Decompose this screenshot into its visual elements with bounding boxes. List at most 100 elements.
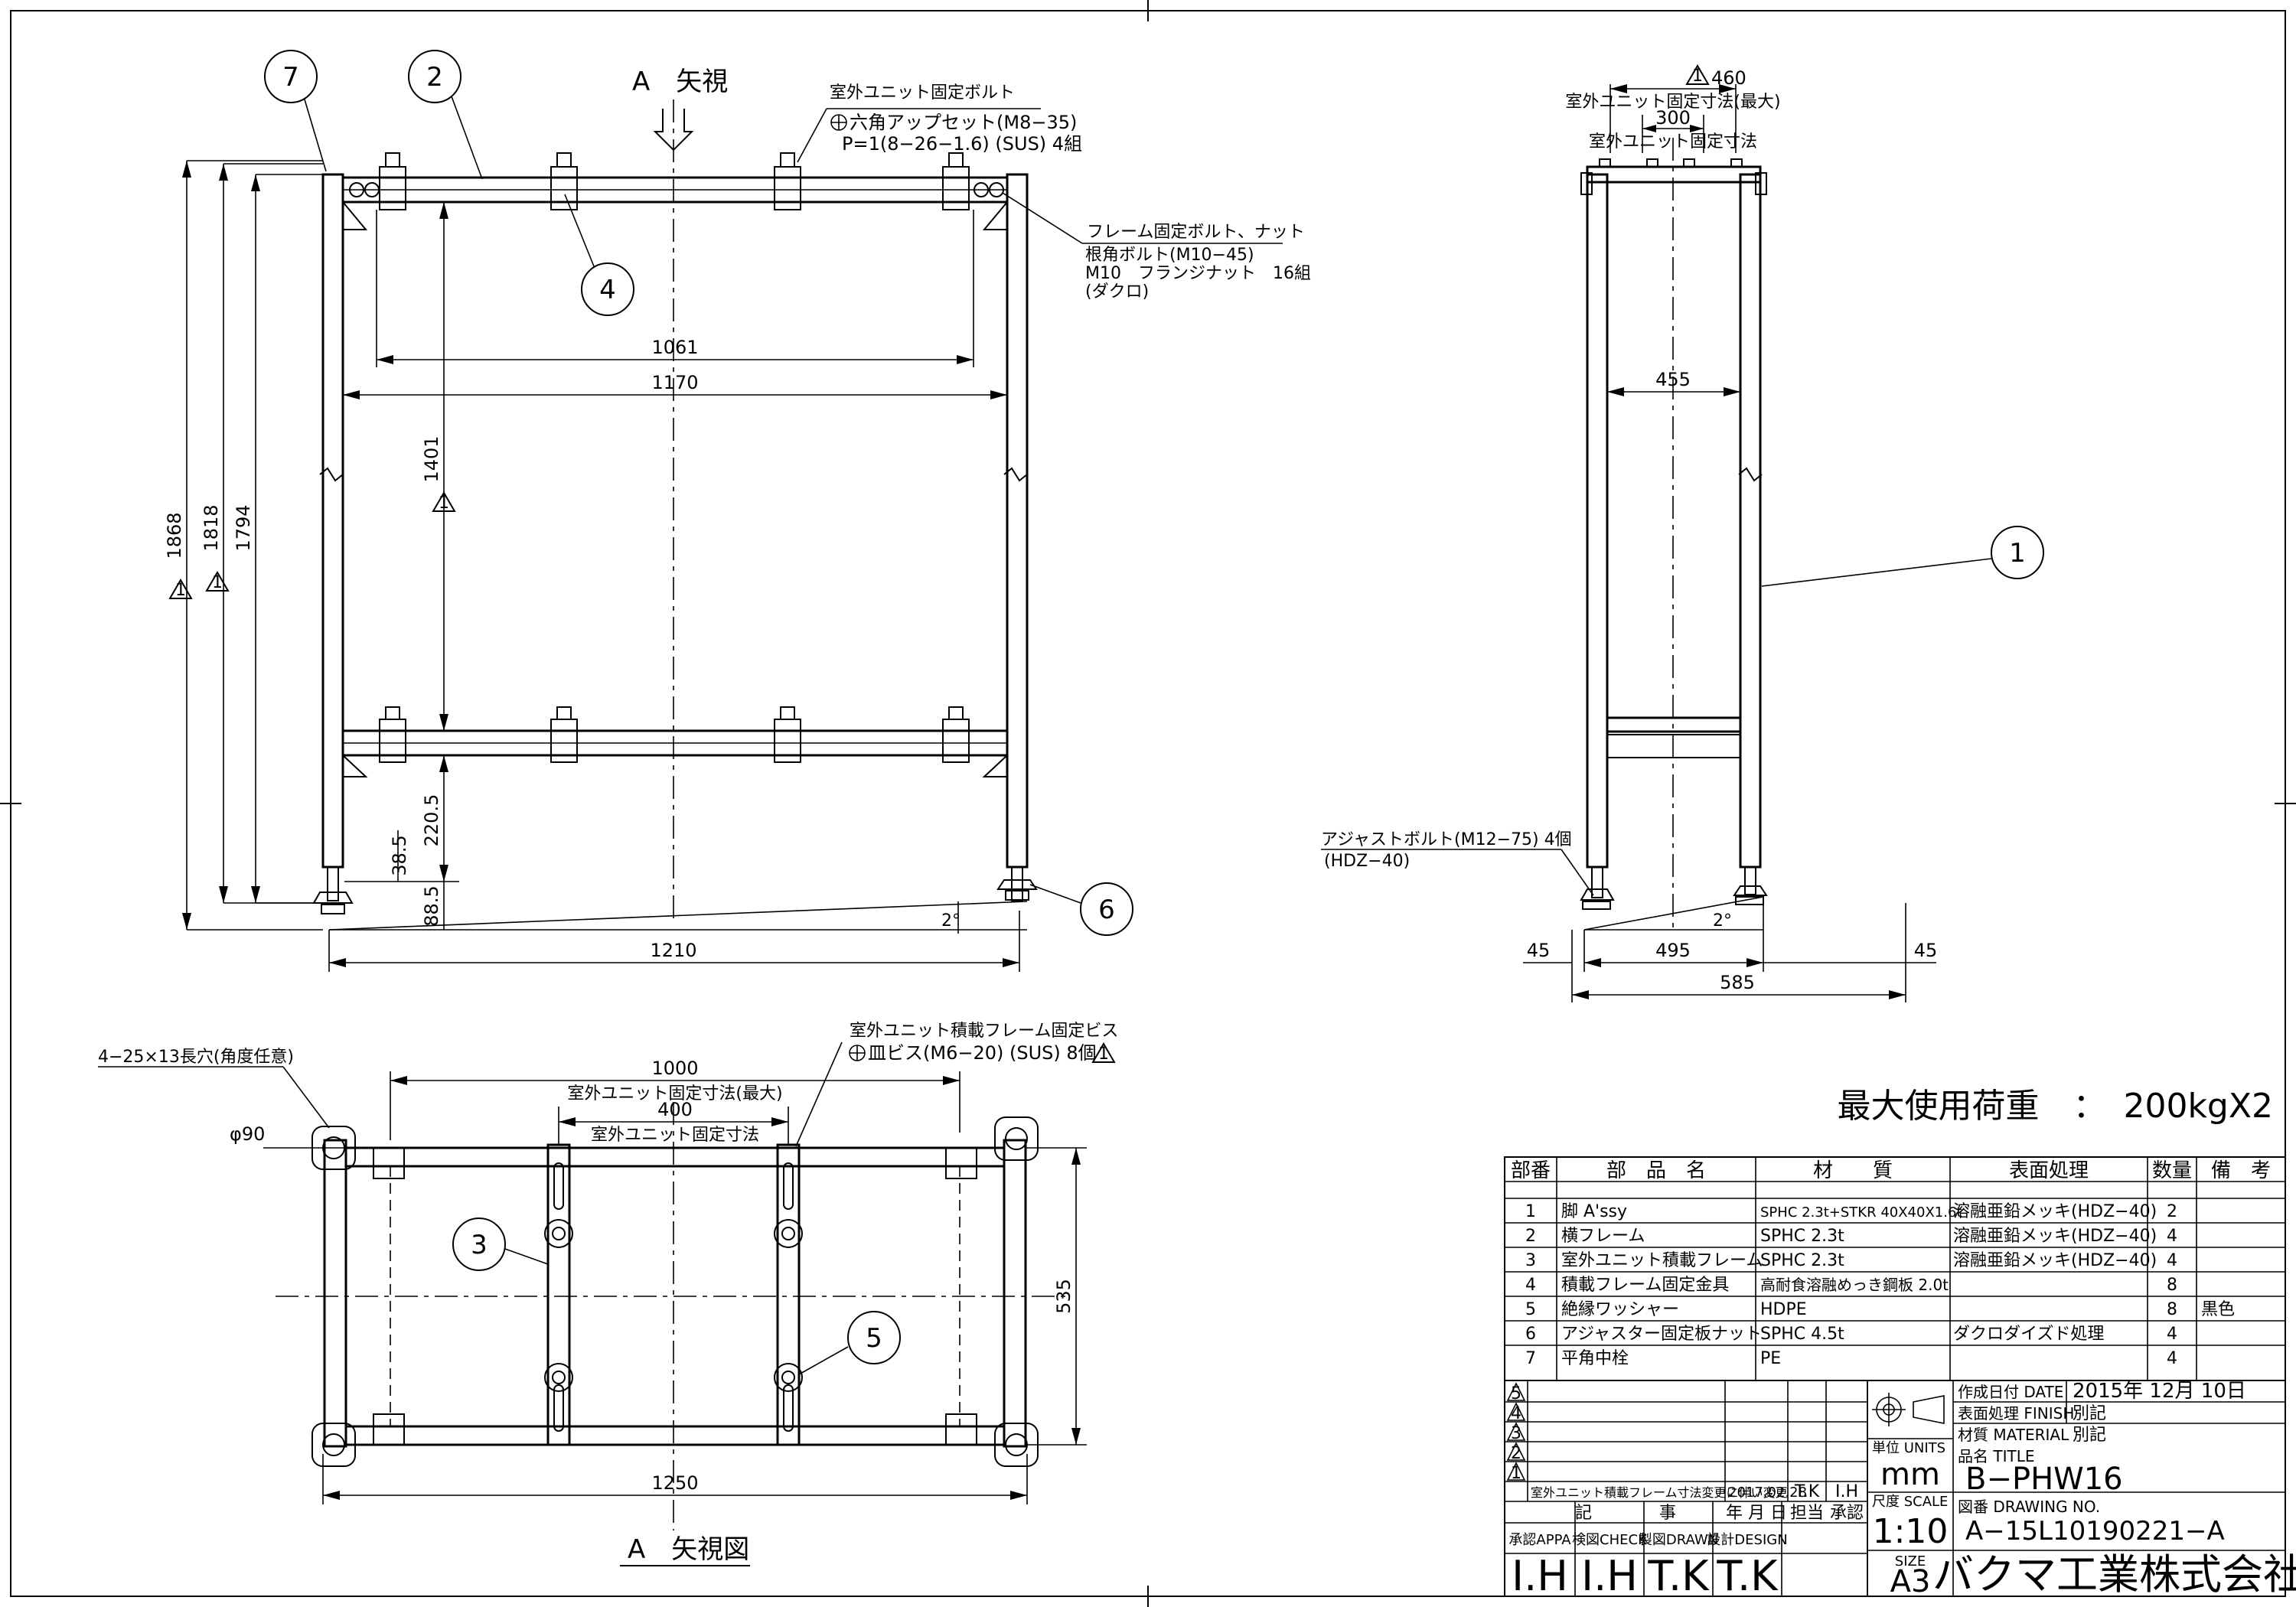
dim-1250: 1250 [651, 1472, 698, 1494]
material-value: 別記 [2073, 1426, 2106, 1445]
balloon-7: 7 [264, 50, 327, 172]
finish-label: 表面処理 FINISH [1958, 1404, 2074, 1423]
balloon-4: 4 [564, 194, 634, 316]
parts-table: 部番 部 品 名 材 質 表面処理 数量 備 考 1 脚 A'ssy SPHC … [1504, 1156, 2286, 1381]
table-cell: HDPE [1760, 1300, 1807, 1319]
side-slope: 2° [1713, 911, 1732, 931]
table-cell: SPHC 4.5t [1760, 1325, 1844, 1344]
table-cell: 室外ユニット積載フレーム [1561, 1251, 1763, 1270]
dim-1061: 1061 [651, 337, 698, 358]
projection-symbol-icon [1872, 1393, 1945, 1426]
drawn-value: T.K [1647, 1552, 1710, 1600]
svg-text:六角アップセット(M8−35): 六角アップセット(M8−35) [850, 112, 1077, 133]
title-label: 品名 TITLE [1958, 1447, 2034, 1465]
dim-45-right: 45 [1914, 940, 1938, 961]
svg-text:1: 1 [1692, 67, 1703, 86]
finish-value: 別記 [2073, 1404, 2106, 1423]
dim-300: 300 [1655, 107, 1691, 129]
svg-text:1: 1 [175, 581, 186, 600]
svg-text:2: 2 [1511, 1444, 1521, 1463]
table-row: 3 [1525, 1251, 1536, 1270]
revision-marks [1506, 1382, 1526, 1481]
th-remarks: 備 考 [2211, 1159, 2271, 1182]
rev-header-date: 年 月 日 [1726, 1504, 1787, 1523]
svg-text:室外ユニット積載フレーム固定ビス: 室外ユニット積載フレーム固定ビス [850, 1022, 1118, 1041]
balloon-2: 2 [408, 50, 483, 180]
table-cell: ダクロダイズド処理 [1953, 1325, 2104, 1344]
front-view: 1061 1170 1210 1401 1 1868 1 1818 1 179 [164, 50, 1311, 972]
svg-text:4: 4 [1511, 1404, 1521, 1423]
rev-header-note: 記 事 [1575, 1504, 1676, 1523]
note-frame-bolt: フレーム固定ボルト、ナット 根角ボルト(M10−45) M10 フランジナット … [1002, 192, 1311, 302]
view-a-caption: A 矢視図 [628, 1534, 749, 1565]
rev-header-by: 担当 [1790, 1504, 1824, 1523]
table-cell: 4 [2167, 1349, 2177, 1368]
units-label: 単位 UNITS [1872, 1440, 1945, 1456]
rev1-text: 室外ユニット積載フレーム寸法変更に伴い変更 [1531, 1485, 1788, 1500]
rev1-date: 2017.02.28 [1728, 1485, 1807, 1501]
svg-text:1: 1 [439, 494, 449, 513]
appa-value: I.H [1512, 1552, 1568, 1600]
design-value: T.K [1716, 1552, 1779, 1600]
dim-400: 400 [657, 1099, 693, 1120]
table-cell: 4 [2167, 1227, 2177, 1246]
svg-text:根角ボルト(M10−45): 根角ボルト(M10−45) [1085, 246, 1254, 265]
dim-455: 455 [1655, 369, 1691, 390]
table-cell: SPHC 2.3t [1760, 1227, 1844, 1246]
dim-495: 495 [1655, 940, 1691, 961]
drawing-title: B−PHW16 [1965, 1462, 2123, 1497]
plan-fix: 室外ユニット固定寸法 [591, 1126, 759, 1145]
balloon-1: 1 [1761, 526, 2044, 587]
units-value: mm [1880, 1457, 1940, 1492]
table-cell: 溶融亜鉛メッキ(HDZ−40) [1953, 1202, 2157, 1221]
balloon-3: 3 [452, 1217, 549, 1271]
rev1-by: T.K [1794, 1482, 1820, 1501]
svg-text:フレーム固定ボルト、ナット: フレーム固定ボルト、ナット [1087, 223, 1305, 242]
table-cell: 2 [2167, 1202, 2177, 1221]
svg-text:1: 1 [1511, 1464, 1521, 1483]
table-row: 1 [1525, 1202, 1536, 1221]
rev1-app: I.H [1835, 1482, 1858, 1501]
dim-1868: 1868 [164, 512, 185, 559]
dim-1401: 1401 [421, 435, 442, 482]
dim-220-5: 220.5 [421, 794, 442, 847]
table-cell: 4 [2167, 1251, 2177, 1270]
table-cell: SPHC 2.3t+STKR 40X40X1.6t [1760, 1204, 1962, 1221]
dim-1794: 1794 [233, 504, 254, 551]
table-cell: 絶縁ワッシャー [1561, 1300, 1679, 1319]
table-cell: 黒色 [2201, 1300, 2235, 1319]
svg-text:3: 3 [471, 1230, 488, 1260]
dim-460: 460 [1711, 67, 1746, 89]
table-row: 5 [1525, 1300, 1536, 1319]
dim-535: 535 [1053, 1279, 1075, 1314]
size-value: A3 [1890, 1564, 1931, 1599]
table-cell: PE [1760, 1349, 1781, 1368]
dim-1170: 1170 [651, 372, 698, 393]
scale-label: 尺度 SCALE [1872, 1494, 1948, 1510]
table-row: 4 [1525, 1276, 1536, 1295]
svg-text:1: 1 [2009, 538, 2026, 569]
balloon-6: 6 [1029, 882, 1133, 936]
table-cell: 8 [2167, 1276, 2177, 1295]
dim-45-left: 45 [1527, 940, 1551, 961]
table-cell: 溶融亜鉛メッキ(HDZ−40) [1953, 1227, 2157, 1246]
table-row: 2 [1525, 1227, 1536, 1246]
svg-text:6: 6 [1098, 895, 1115, 925]
svg-text:3: 3 [1511, 1424, 1521, 1443]
view-a-label: A 矢視 [632, 67, 728, 97]
balloon-5: 5 [798, 1311, 901, 1375]
dim-585: 585 [1720, 972, 1755, 993]
table-cell: 平角中栓 [1561, 1349, 1629, 1368]
dim-phi90: φ90 [230, 1123, 265, 1145]
side-fix-max: 室外ユニット固定寸法(最大) [1565, 93, 1780, 112]
table-row: 7 [1525, 1349, 1536, 1368]
plan-fix-max: 室外ユニット固定寸法(最大) [567, 1084, 782, 1103]
title-block: 5 4 3 2 1 室外ユニット積載フレーム寸法変更に伴い変更 2017.02.… [1504, 1380, 2296, 1600]
svg-text:5: 5 [866, 1323, 882, 1354]
th-qty: 数量 [2152, 1159, 2192, 1182]
svg-text:5: 5 [1511, 1384, 1521, 1403]
svg-text:P=1(8−26−1.6) (SUS) 4組: P=1(8−26−1.6) (SUS) 4組 [842, 133, 1082, 155]
note-adjust-bolt: アジャストボルト(M12−75) 4個 (HDZ−40) [1321, 830, 1594, 896]
svg-text:7: 7 [282, 62, 299, 93]
